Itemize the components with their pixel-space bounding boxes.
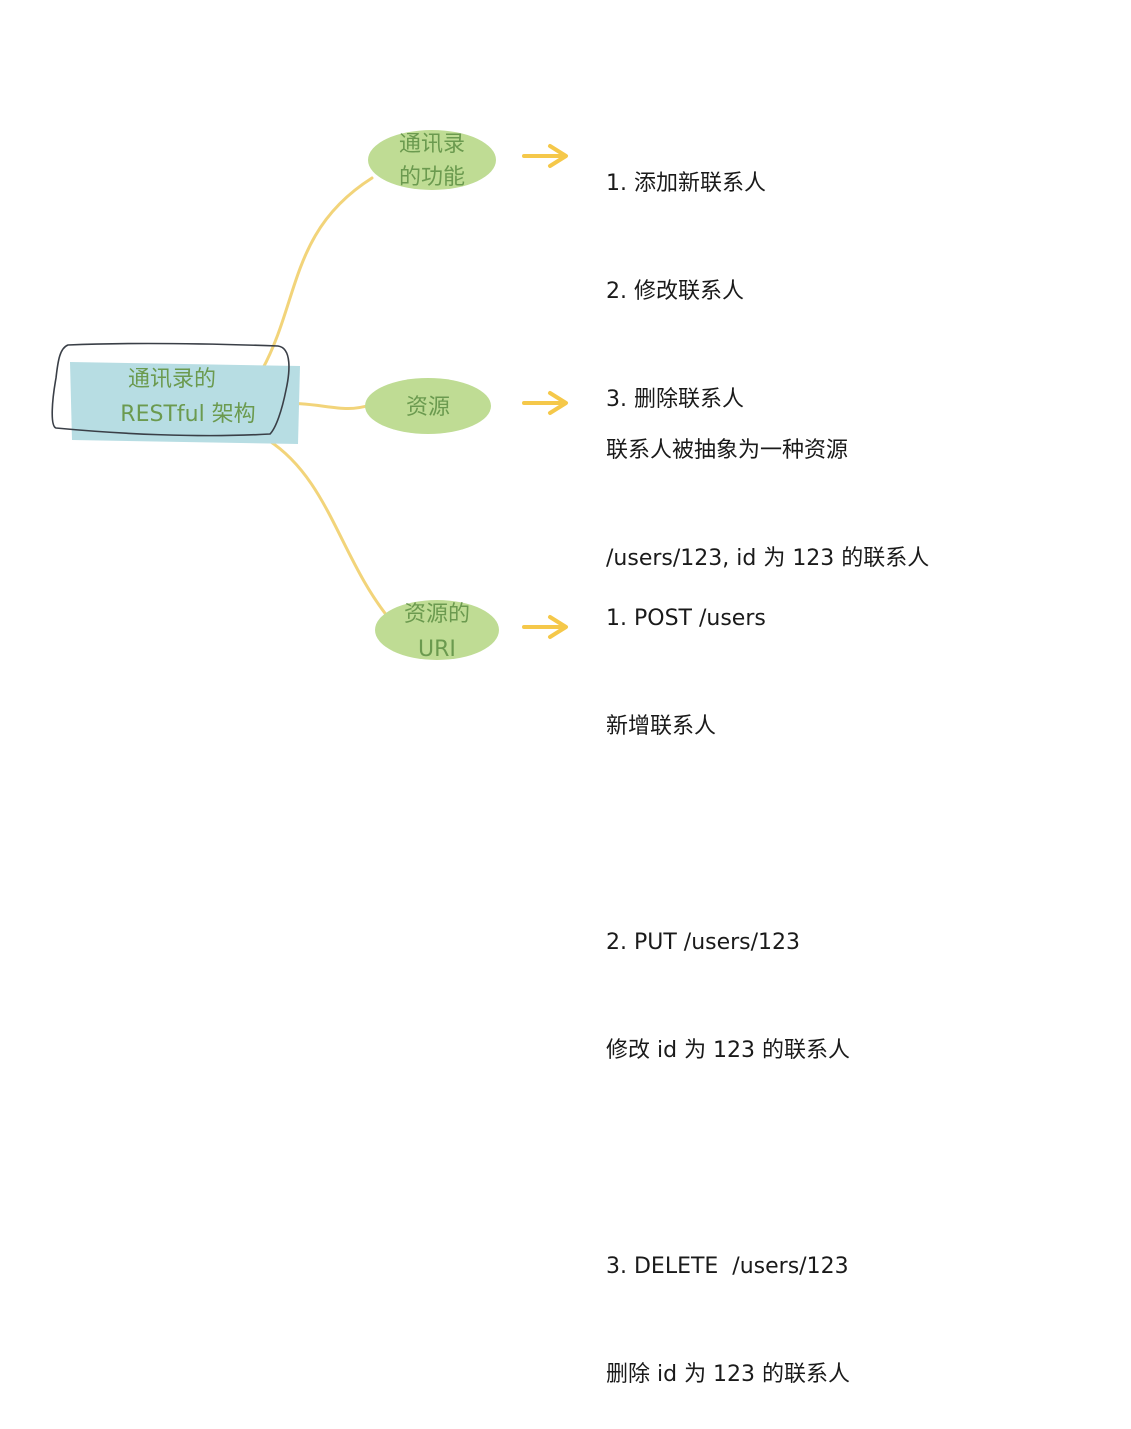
detail-uri-item: 修改 id 为 123 的联系人 — [606, 1038, 851, 1063]
arrow-functions — [522, 144, 568, 168]
detail-uri-item: 新增联系人 — [606, 714, 717, 739]
detail-resource-item: /users/123, id 为 123 的联系人 — [606, 546, 930, 571]
detail-uri-spacer — [606, 1141, 850, 1177]
root-fill — [70, 362, 300, 444]
node-functions[interactable]: 通讯录 的功能 — [368, 130, 496, 190]
details-uri: 1. POST /users 新增联系人 2. PUT /users/123 修… — [606, 529, 850, 1429]
details-resource: 联系人被抽象为一种资源 /users/123, id 为 123 的联系人 — [606, 361, 929, 613]
node-functions-blob — [368, 130, 496, 190]
detail-functions-item: 3. 删除联系人 — [606, 387, 744, 412]
root-title-line2: RESTful 架构 — [120, 402, 255, 427]
root-outline — [51, 342, 290, 437]
node-functions-line1: 通讯录 — [399, 132, 465, 157]
detail-resource-item: 联系人被抽象为一种资源 — [606, 438, 849, 463]
node-resource[interactable]: 资源 — [365, 378, 491, 434]
root-title-line1: 通讯录的 — [128, 367, 216, 392]
detail-uri-item: 3. DELETE /users/123 — [606, 1254, 849, 1279]
detail-uri-spacer — [606, 817, 850, 853]
mind-map-canvas: 通讯录的 RESTful 架构 通讯录 的功能 资源 资源的 URI — [51, 130, 568, 662]
node-resource-label: 资源 — [406, 395, 450, 420]
node-uri[interactable]: 资源的 URI — [375, 600, 499, 662]
arrow-uri — [522, 615, 568, 639]
details-functions: 1. 添加新联系人 2. 修改联系人 3. 删除联系人 — [606, 94, 766, 454]
detail-functions-item: 2. 修改联系人 — [606, 279, 744, 304]
node-resource-blob — [365, 378, 491, 434]
detail-uri-item: 2. PUT /users/123 — [606, 930, 801, 955]
node-uri-line2: URI — [418, 637, 456, 662]
detail-uri-item: 删除 id 为 123 的联系人 — [606, 1362, 851, 1387]
arrow-resource — [522, 391, 568, 415]
branch-line-uri — [266, 438, 394, 624]
root-node[interactable]: 通讯录的 RESTful 架构 — [51, 342, 300, 444]
detail-functions-item: 1. 添加新联系人 — [606, 171, 766, 196]
node-functions-line2: 的功能 — [399, 165, 465, 190]
node-uri-blob — [375, 600, 499, 660]
node-uri-line1: 资源的 — [404, 602, 470, 627]
detail-uri-item: 1. POST /users — [606, 606, 766, 631]
branch-line-functions — [260, 176, 374, 372]
